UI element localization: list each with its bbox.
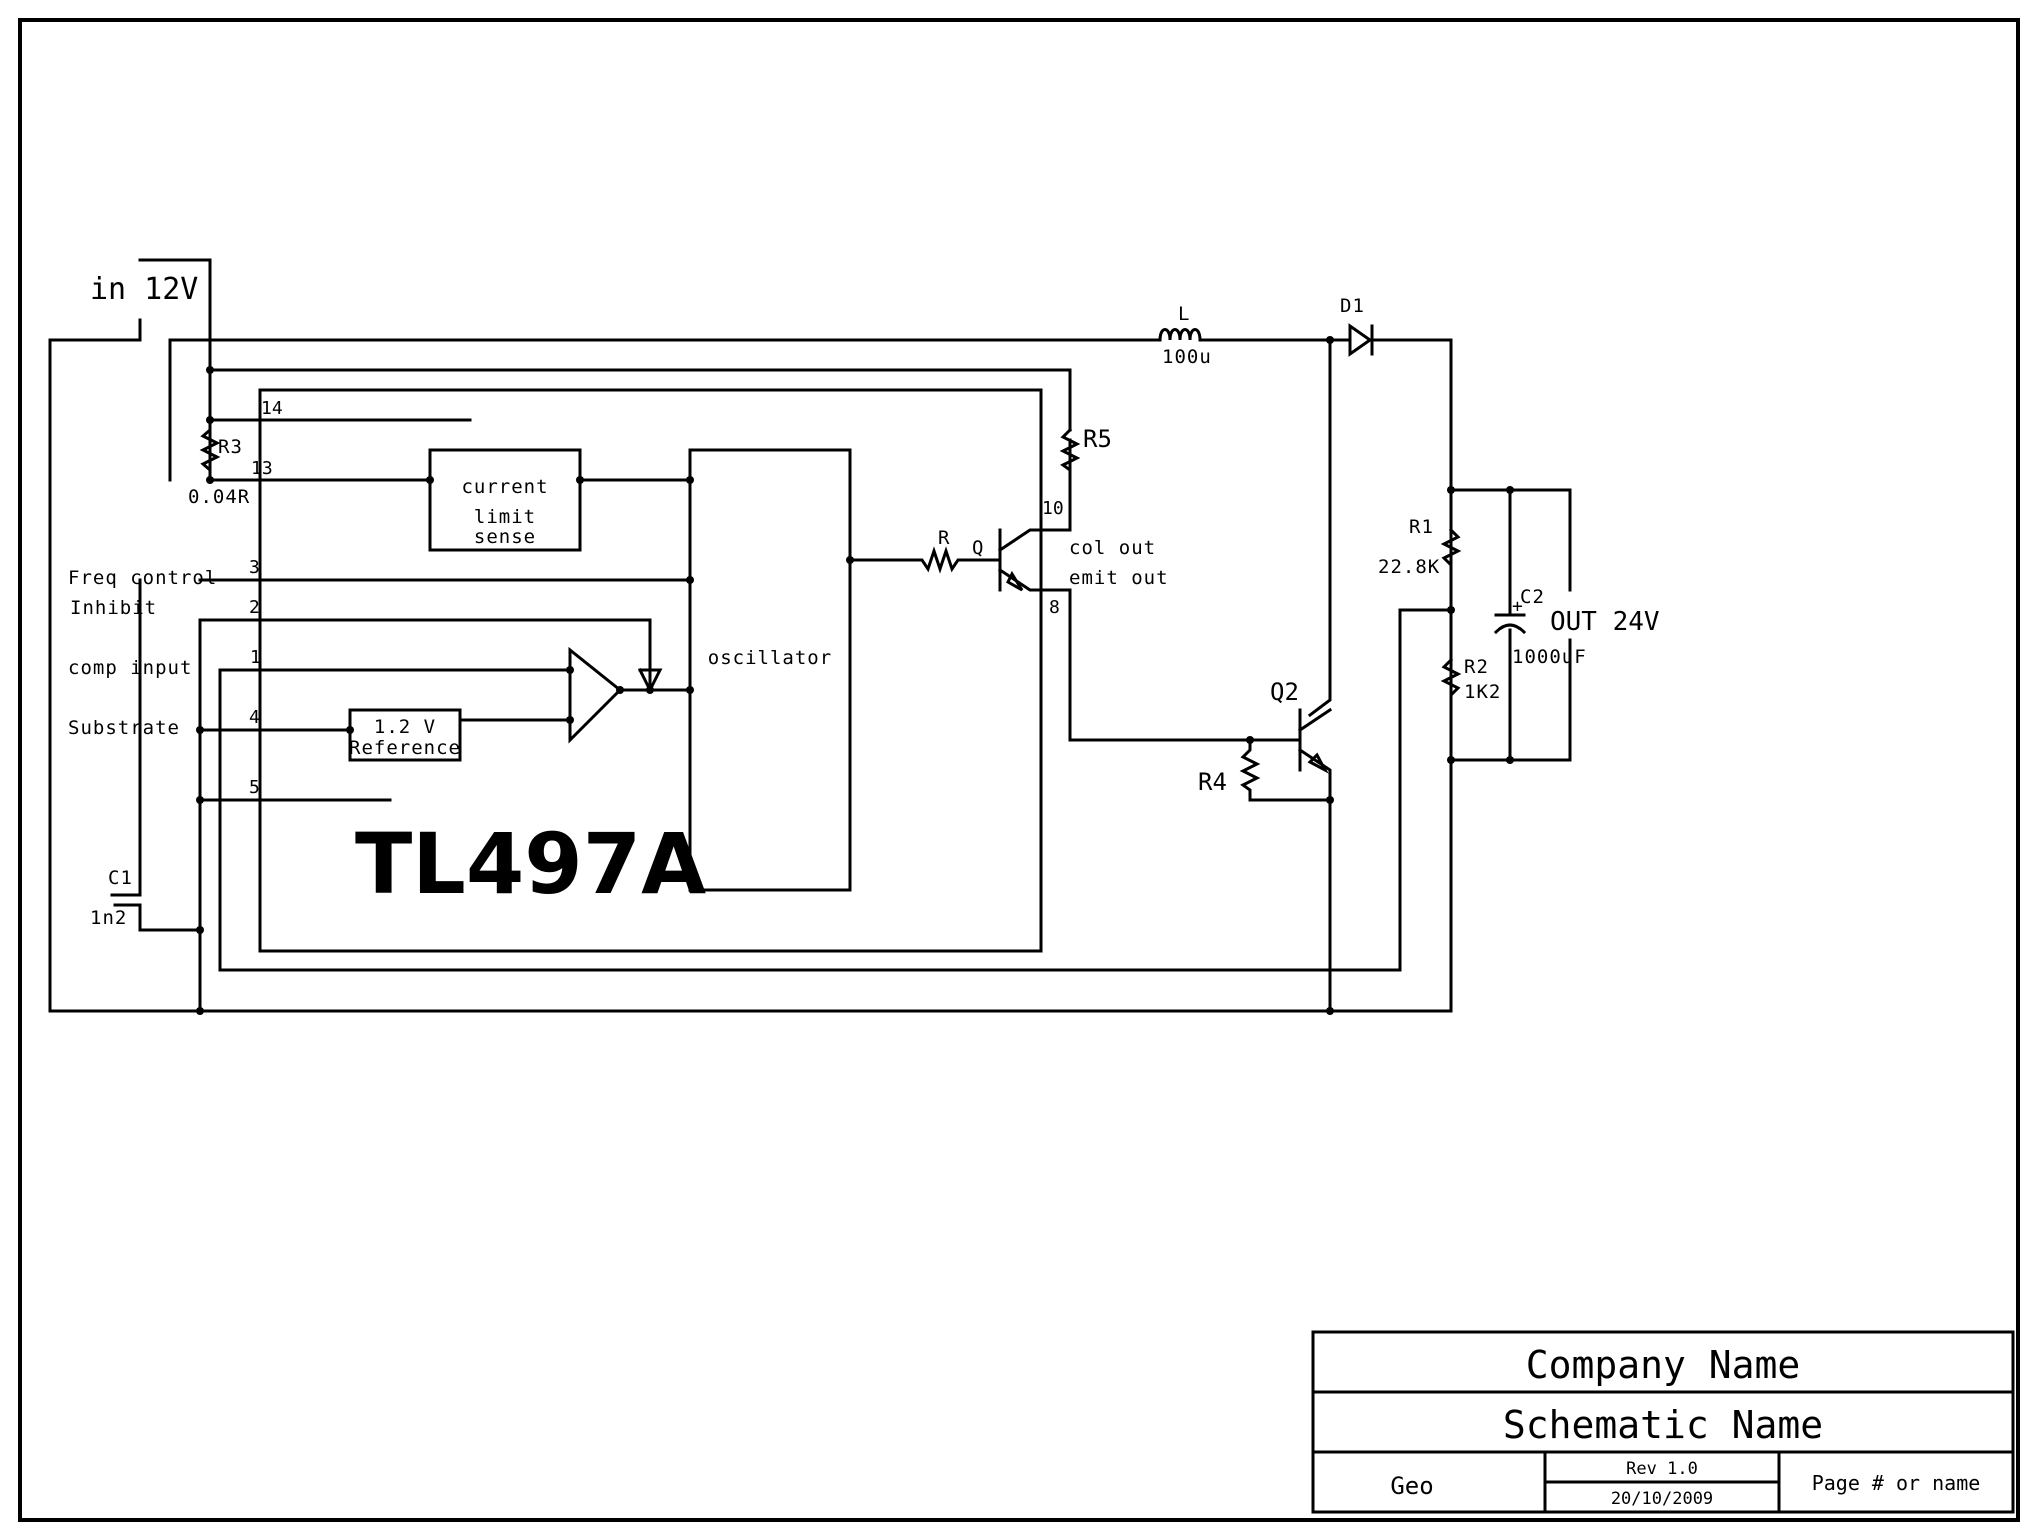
inductor-l: L 100u [1158, 303, 1214, 368]
switch-node-wire [1307, 338, 1332, 718]
schematic-name: Schematic Name [1503, 1403, 1823, 1447]
comparator-symbol [568, 646, 663, 744]
transistor-q2: Q2 [1243, 678, 1333, 1013]
current-limit-line1: current [461, 476, 548, 498]
output-network [1449, 338, 1572, 1013]
r-ref-label: R [938, 527, 950, 549]
l-ref-label: L [1178, 303, 1190, 325]
r1-ref-label: R1 [1409, 516, 1434, 538]
r5-ref-label: R5 [1083, 425, 1112, 453]
resistor-r1: R1 22.8K [1378, 516, 1462, 578]
pin-10-label: 10 [1042, 498, 1064, 519]
inhibit-label: Inhibit [70, 597, 157, 619]
ic-internal-wiring [138, 478, 1453, 1013]
r4-ref-label: R4 [1198, 768, 1227, 796]
pin-5-label: 5 [249, 777, 260, 798]
q-ref-label: Q [972, 537, 984, 559]
oscillator-block: oscillator [688, 448, 852, 892]
r2-ref-label: R2 [1464, 656, 1489, 678]
d1-ref-label: D1 [1340, 295, 1365, 317]
emit-out-label: emit out [1069, 567, 1169, 589]
page-label: Page # or name [1812, 1471, 1981, 1495]
title-block: Company Name Schematic Name Geo Rev 1.0 … [1311, 1330, 2015, 1514]
ic-name-label: TL497A [355, 815, 706, 913]
pin-3-label: 3 [249, 557, 260, 578]
q2-ref-label: Q2 [1270, 678, 1299, 706]
junction-dots [196, 336, 1514, 1015]
c1-ref-label: C1 [108, 867, 133, 889]
current-limit-line2: limit [474, 506, 536, 528]
diode-d1: D1 [1340, 295, 1395, 357]
l-value-label: 100u [1162, 346, 1212, 368]
resistor-r: R [918, 527, 1002, 574]
substrate-label: Substrate [68, 717, 180, 739]
resistor-r2: R2 1K2 [1440, 656, 1501, 703]
c2-ref-label: C2 [1520, 586, 1545, 608]
sheet-border [18, 18, 2020, 1522]
comp-input-label: comp input [68, 657, 192, 679]
r2-value-label: 1K2 [1464, 681, 1501, 703]
current-limit-line3: sense [474, 526, 536, 548]
oscillator-label: oscillator [708, 647, 832, 669]
company-name: Company Name [1526, 1343, 1801, 1387]
col-out-label: col out [1069, 537, 1156, 559]
author-name: Geo [1390, 1472, 1433, 1500]
c2-value-label: 1000uF [1512, 646, 1587, 668]
r3-value-label: 0.04R [188, 486, 250, 508]
r1-value-label: 22.8K [1378, 556, 1440, 578]
c2-polarity-label: + [1512, 596, 1523, 617]
capacitor-c1: C1 1n2 [90, 858, 202, 932]
pin-13-label: 13 [251, 458, 273, 479]
transistor-q: Q [972, 438, 1247, 742]
current-limit-sense-block: current limit sense [428, 448, 582, 552]
input-voltage-label: in 12V [90, 272, 198, 307]
date-label: 20/10/2009 [1611, 1489, 1713, 1509]
pin-8-label: 8 [1049, 597, 1060, 618]
revision-label: Rev 1.0 [1626, 1459, 1698, 1479]
resistor-r5: R5 [1059, 425, 1112, 532]
pin-14-label: 14 [261, 398, 283, 419]
resistor-r3: R3 0.04R [188, 418, 250, 508]
reference-line1: 1.2 V [374, 716, 436, 738]
output-voltage-label: OUT 24V [1550, 607, 1660, 637]
pin-2-label: 2 [249, 597, 260, 618]
resistor-r4: R4 [1198, 738, 1332, 802]
freq-control-label: Freq control [68, 567, 217, 589]
pin-1-label: 1 [250, 647, 261, 668]
c1-value-label: 1n2 [90, 907, 127, 929]
pin-4-label: 4 [249, 707, 260, 728]
r3-ref-label: R3 [218, 436, 243, 458]
reference-block: 1.2 V Reference [348, 708, 462, 762]
capacitor-c2: C2 + 1000uF [1493, 586, 1587, 668]
reference-line2: Reference [349, 737, 461, 759]
